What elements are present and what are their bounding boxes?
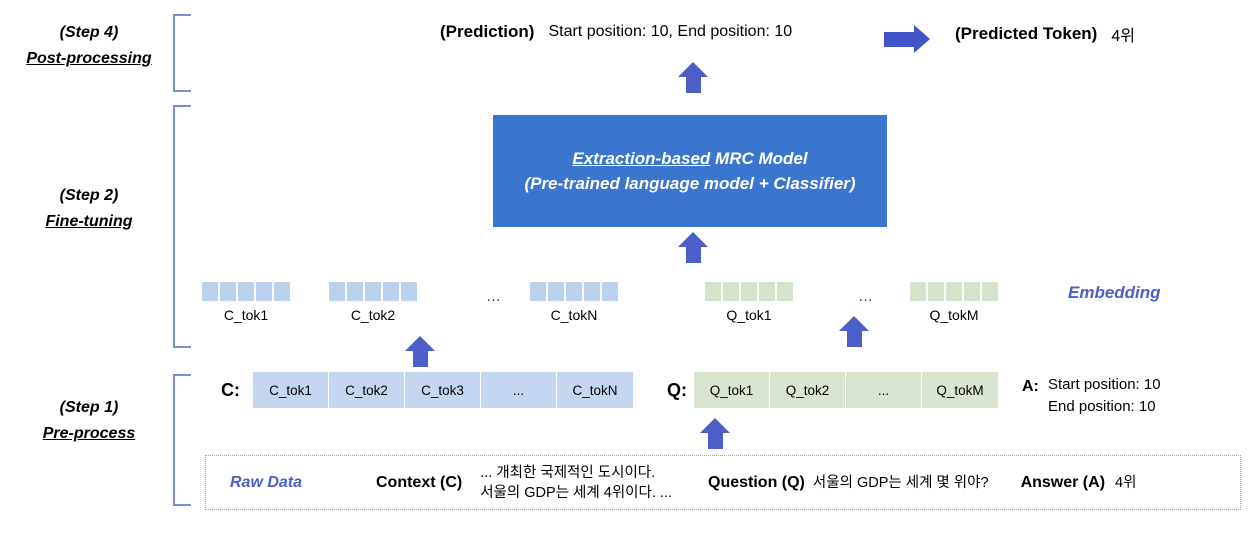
embedding-cell [601,281,619,302]
token-cell: Q_tok2 [770,372,846,408]
embedding-cell [704,281,722,302]
embedding-cell [776,281,794,302]
token-cell: C_tok1 [253,372,329,408]
answer-values: Start position: 10 End position: 10 [1048,374,1161,418]
step4-name: Post-processing [26,50,152,67]
embedding-cell [237,281,255,302]
token-cell: C_tok3 [405,372,481,408]
token-cell: ... [846,372,922,408]
raw-context-key: Context (C) [376,473,463,491]
embedding-cells [704,281,794,302]
token-cell: C_tokN [557,372,633,408]
embedding-cell [529,281,547,302]
step1-name: Pre-process [42,425,136,442]
embedding-cell [565,281,583,302]
embedding-ellipsis-question: … [858,288,874,305]
embedding-cell [328,281,346,302]
mrc-model-box: Extraction-based MRC Model (Pre-trained … [493,115,887,227]
raw-question-key: Question (Q) [708,473,805,491]
embedding-cells [529,281,619,302]
embedding-cell [273,281,291,302]
right-arrow-icon [884,25,930,53]
up-arrow-context-embed-icon [405,336,435,367]
question-token-row: Q_tok1 Q_tok2 ... Q_tokM [694,372,998,408]
step4-title: (Step 4) [59,24,119,41]
predicted-token-value: 4위 [1111,28,1135,45]
context-token-label: C: [221,380,240,400]
raw-context-line1: ... 개최한 국제적인 도시이다. [480,464,656,481]
embedding-cell [346,281,364,302]
embedding-cell [219,281,237,302]
embedding-cell [201,281,219,302]
embedding-cell [382,281,400,302]
prediction-row: (Prediction) Start position: 10, End pos… [440,22,792,42]
step-label-pre-process: (Step 1) Pre-process [14,395,164,447]
raw-context-value: ... 개최한 국제적인 도시이다. 서울의 GDP는 세계 4위이다. ... [480,463,672,503]
embedding-cell [740,281,758,302]
embedding-group-c-tok1: C_tok1 [201,281,291,323]
bracket-step4 [173,14,191,92]
embedding-cell [400,281,418,302]
step-label-fine-tuning: (Step 2) Fine-tuning [14,183,164,235]
bracket-step1 [173,374,191,506]
embedding-cell [945,281,963,302]
raw-answer-value: 4위 [1115,474,1137,491]
embedding-cell [722,281,740,302]
predicted-token-label: (Predicted Token) [955,24,1098,43]
context-token-row: C_tok1 C_tok2 C_tok3 ... C_tokN [253,372,633,408]
raw-answer-key: Answer (A) [1020,473,1106,491]
step2-name: Fine-tuning [45,213,133,230]
raw-data-title: Raw Data [230,473,303,491]
answer-label: A: [1022,378,1039,395]
token-cell: Q_tok1 [694,372,770,408]
embedding-cell [364,281,382,302]
answer-start-position: Start position: 10 [1048,376,1161,393]
embedding-label: Q_tok1 [726,307,772,323]
model-subtitle: (Pre-trained language model + Classifier… [524,174,856,193]
model-title-underlined: Extraction-based [572,149,711,168]
up-arrow-to-prediction-icon [678,62,708,93]
embedding-group-q-tokm: Q_tokM [909,281,999,323]
prediction-value: Start position: 10, End position: 10 [548,23,793,40]
raw-context-line2: 서울의 GDP는 세계 4위이다. ... [480,484,672,501]
embedding-cells [201,281,291,302]
embedding-word-label: Embedding [1068,283,1161,302]
embedding-cell [981,281,999,302]
embedding-group-c-tok2: C_tok2 [328,281,418,323]
up-arrow-question-embed-icon [839,316,869,347]
question-token-label: Q: [667,380,687,400]
embedding-cell [547,281,565,302]
bracket-step2 [173,105,191,348]
embedding-cell [909,281,927,302]
raw-question-value: 서울의 GDP는 세계 몇 위야? [812,474,989,491]
prediction-label: (Prediction) [440,22,535,41]
embedding-cell [927,281,945,302]
embedding-group-q-tok1: Q_tok1 [704,281,794,323]
embedding-cells [328,281,418,302]
embedding-label: C_tok2 [350,307,396,323]
embedding-label: C_tokN [550,307,598,323]
model-title-line: Extraction-based MRC Model [572,146,807,171]
token-cell: C_tok2 [329,372,405,408]
step-label-post-processing: (Step 4) Post-processing [14,20,164,72]
predicted-token-row: (Predicted Token) 4위 [955,22,1135,46]
embedding-cell [758,281,776,302]
token-cell: ... [481,372,557,408]
up-arrow-to-model-icon [678,232,708,263]
embedding-cell [255,281,273,302]
answer-end-position: End position: 10 [1048,398,1156,415]
embedding-label: Q_tokM [929,307,979,323]
embedding-ellipsis-context: … [486,288,502,305]
step2-title: (Step 2) [59,187,119,204]
up-arrow-raw-to-tokens-icon [700,418,730,449]
embedding-cell [963,281,981,302]
embedding-cells [909,281,999,302]
raw-data-box: Raw Data Context (C) ... 개최한 국제적인 도시이다. … [205,455,1241,510]
step1-title: (Step 1) [59,399,119,416]
embedding-label: C_tok1 [223,307,269,323]
model-title-rest: MRC Model [710,149,808,168]
embedding-group-c-tokn: C_tokN [529,281,619,323]
embedding-cell [583,281,601,302]
token-cell: Q_tokM [922,372,998,408]
